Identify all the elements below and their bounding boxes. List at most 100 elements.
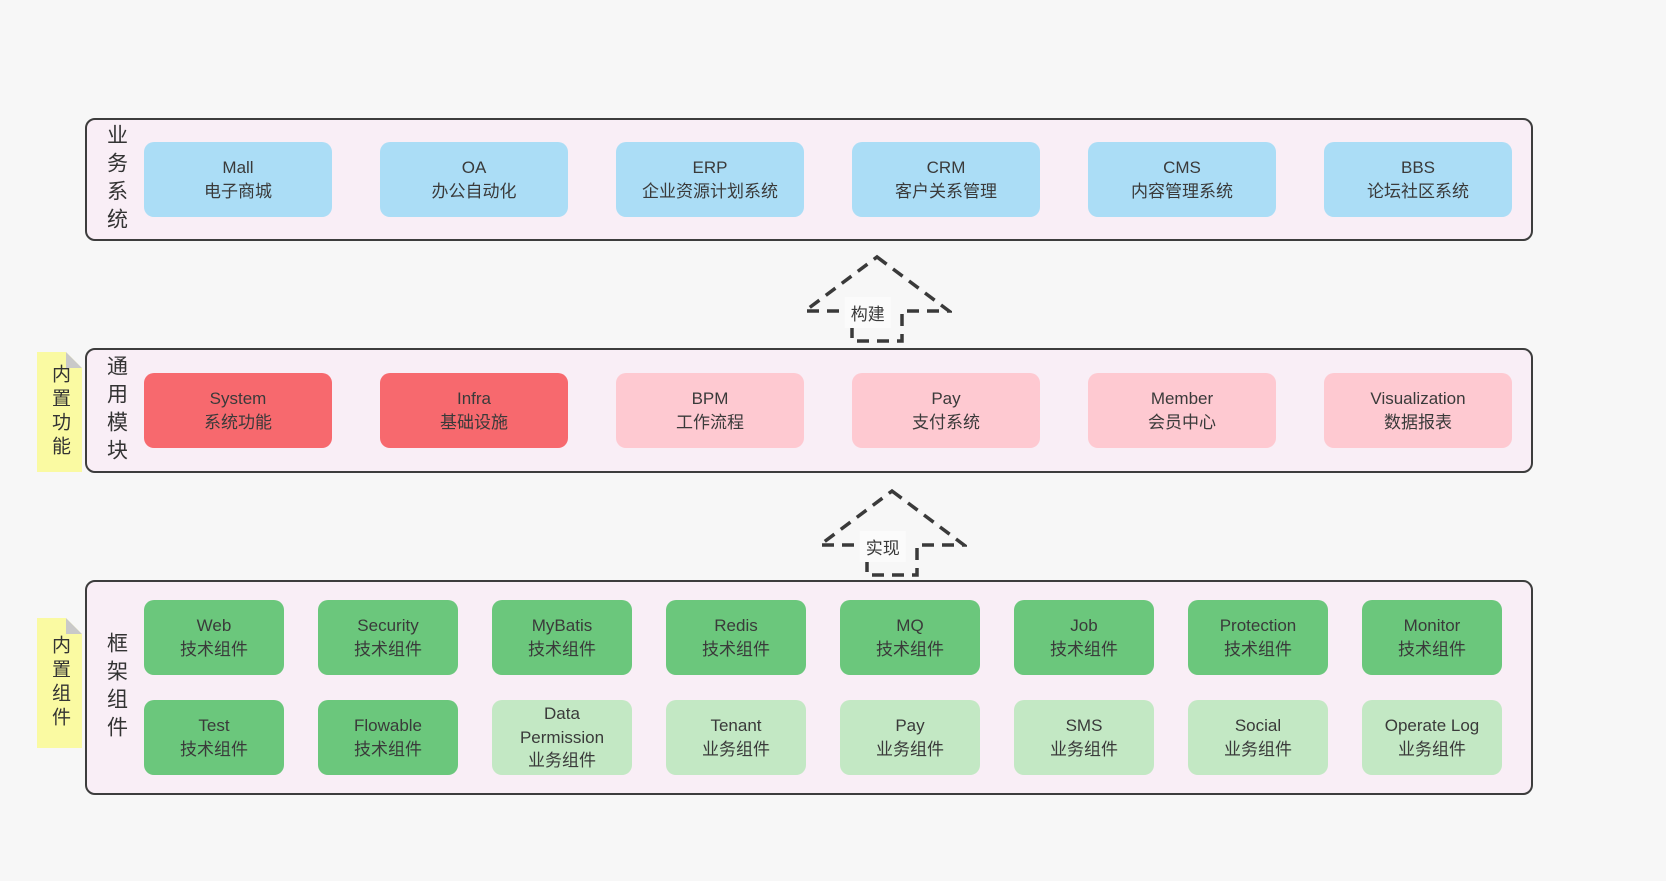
node-web: Web 技术组件 bbox=[144, 600, 284, 675]
node-zh-label: 业务组件 bbox=[702, 739, 770, 759]
node-zh-label: 客户关系管理 bbox=[895, 181, 997, 201]
box-row: System 系统功能 Infra 基础设施 BPM 工作流程 Pay 支付系统… bbox=[144, 373, 1515, 448]
up-arrow-icon bbox=[817, 488, 967, 577]
node-sms: SMS 业务组件 bbox=[1014, 700, 1154, 775]
node-en-label: Pay bbox=[931, 389, 961, 409]
node-zh-label: 业务组件 bbox=[1224, 739, 1292, 759]
up-arrow-icon bbox=[802, 254, 952, 343]
node-erp: ERP 企业资源计划系统 bbox=[616, 142, 804, 217]
node-zh-label: 技术组件 bbox=[1398, 639, 1466, 659]
node-zh-label: 业务组件 bbox=[1398, 739, 1466, 759]
node-zh-label: 办公自动化 bbox=[431, 181, 517, 201]
node-zh-label: 技术组件 bbox=[1224, 639, 1292, 659]
node-data-permission: Data Permission 业务组件 bbox=[492, 700, 632, 775]
section-title: 框架组件 bbox=[104, 631, 128, 744]
node-pay: Pay 支付系统 bbox=[852, 373, 1040, 448]
box-row: Mall 电子商城 OA 办公自动化 ERP 企业资源计划系统 CRM 客户关系… bbox=[144, 142, 1515, 217]
node-protection: Protection 技术组件 bbox=[1188, 600, 1328, 675]
node-security: Security 技术组件 bbox=[318, 600, 458, 675]
section-business-systems: 业务系统 Mall 电子商城 OA 办公自动化 ERP 企业资源计划系统 CRM… bbox=[85, 118, 1533, 241]
node-en-label: BBS bbox=[1400, 158, 1436, 178]
node-zh-label: 业务组件 bbox=[876, 739, 944, 759]
box-row: Test 技术组件 Flowable 技术组件 Data Permission … bbox=[144, 700, 1515, 775]
node-en-label: BPM bbox=[691, 389, 729, 409]
node-en-label: Redis bbox=[714, 616, 758, 636]
node-en-label: Web bbox=[196, 616, 232, 636]
node-en-label: Infra bbox=[456, 389, 492, 409]
node-zh-label: 业务组件 bbox=[1050, 739, 1118, 759]
node-en-label: Pay bbox=[895, 716, 925, 736]
node-en-label: Tenant bbox=[710, 716, 762, 736]
box-row: Web 技术组件 Security 技术组件 MyBatis 技术组件 Redi… bbox=[144, 600, 1515, 675]
node-zh-label: 技术组件 bbox=[354, 739, 422, 759]
node-en-label: Protection bbox=[1219, 616, 1297, 636]
section-common-modules: 通用模块 System 系统功能 Infra 基础设施 BPM 工作流程 Pay… bbox=[85, 348, 1533, 473]
node-zh-label: 技术组件 bbox=[876, 639, 944, 659]
node-zh-label: 技术组件 bbox=[180, 639, 248, 659]
node-en-label: Social bbox=[1234, 716, 1282, 736]
section-content: Web 技术组件 Security 技术组件 MyBatis 技术组件 Redi… bbox=[144, 582, 1531, 793]
node-zh-label: 技术组件 bbox=[354, 639, 422, 659]
section-label-column: 业务系统 bbox=[87, 120, 144, 239]
node-bpm: BPM 工作流程 bbox=[616, 373, 804, 448]
arrow-implement: 实现 bbox=[817, 488, 967, 578]
node-zh-label: 基础设施 bbox=[440, 412, 508, 432]
node-bbs: BBS 论坛社区系统 bbox=[1324, 142, 1512, 217]
node-redis: Redis 技术组件 bbox=[666, 600, 806, 675]
node-mybatis: MyBatis 技术组件 bbox=[492, 600, 632, 675]
node-zh-label: 技术组件 bbox=[528, 639, 596, 659]
folded-corner bbox=[66, 618, 82, 634]
section-content: Mall 电子商城 OA 办公自动化 ERP 企业资源计划系统 CRM 客户关系… bbox=[144, 120, 1531, 239]
node-en-label: Job bbox=[1070, 616, 1098, 636]
node-en-label: CRM bbox=[926, 158, 966, 178]
node-test: Test 技术组件 bbox=[144, 700, 284, 775]
node-zh-label: 数据报表 bbox=[1384, 412, 1452, 432]
node-en-label: Security bbox=[357, 616, 419, 636]
node-en-label: Flowable bbox=[353, 716, 423, 736]
folded-corner bbox=[66, 352, 82, 368]
node-social: Social 业务组件 bbox=[1188, 700, 1328, 775]
node-en-label: Monitor bbox=[1403, 616, 1461, 636]
node-en-label: System bbox=[209, 389, 267, 409]
node-zh-label: 会员中心 bbox=[1148, 412, 1216, 432]
section-content: System 系统功能 Infra 基础设施 BPM 工作流程 Pay 支付系统… bbox=[144, 350, 1531, 471]
node-en-label: MQ bbox=[896, 616, 924, 636]
node-pay-business: Pay 业务组件 bbox=[840, 700, 980, 775]
arrow-build: 构建 bbox=[802, 254, 952, 344]
node-zh-label: 技术组件 bbox=[1050, 639, 1118, 659]
node-en-label: Data Permission bbox=[519, 704, 605, 747]
sticky-tab-label: 内置功能 bbox=[49, 364, 70, 460]
section-label-column: 框架组件 bbox=[87, 582, 144, 793]
sticky-tab-label: 内置组件 bbox=[49, 635, 70, 731]
node-monitor: Monitor 技术组件 bbox=[1362, 600, 1502, 675]
node-en-label: Mall bbox=[222, 158, 254, 178]
node-oa: OA 办公自动化 bbox=[380, 142, 568, 217]
node-en-label: OA bbox=[461, 158, 487, 178]
node-en-label: SMS bbox=[1065, 716, 1103, 736]
node-tenant: Tenant 业务组件 bbox=[666, 700, 806, 775]
node-crm: CRM 客户关系管理 bbox=[852, 142, 1040, 217]
node-en-label: Member bbox=[1150, 389, 1214, 409]
node-en-label: CMS bbox=[1163, 158, 1201, 178]
node-zh-label: 支付系统 bbox=[912, 412, 980, 432]
node-en-label: MyBatis bbox=[531, 616, 593, 636]
node-zh-label: 企业资源计划系统 bbox=[642, 181, 778, 201]
node-mq: MQ 技术组件 bbox=[840, 600, 980, 675]
node-en-label: Operate Log bbox=[1384, 716, 1480, 736]
section-title: 业务系统 bbox=[104, 123, 128, 236]
node-infra: Infra 基础设施 bbox=[380, 373, 568, 448]
node-en-label: ERP bbox=[692, 158, 728, 178]
arrow-label: 构建 bbox=[844, 297, 891, 328]
sticky-tab-built-in-features: 内置功能 bbox=[37, 352, 82, 472]
node-member: Member 会员中心 bbox=[1088, 373, 1276, 448]
node-en-label: Test bbox=[198, 716, 230, 736]
node-zh-label: 技术组件 bbox=[180, 739, 248, 759]
node-mall: Mall 电子商城 bbox=[144, 142, 332, 217]
node-zh-label: 系统功能 bbox=[204, 412, 272, 432]
node-job: Job 技术组件 bbox=[1014, 600, 1154, 675]
sticky-tab-built-in-components: 内置组件 bbox=[37, 618, 82, 748]
section-title: 通用模块 bbox=[104, 354, 128, 467]
node-visualization: Visualization 数据报表 bbox=[1324, 373, 1512, 448]
arrow-label: 实现 bbox=[859, 531, 906, 562]
node-operate-log: Operate Log 业务组件 bbox=[1362, 700, 1502, 775]
